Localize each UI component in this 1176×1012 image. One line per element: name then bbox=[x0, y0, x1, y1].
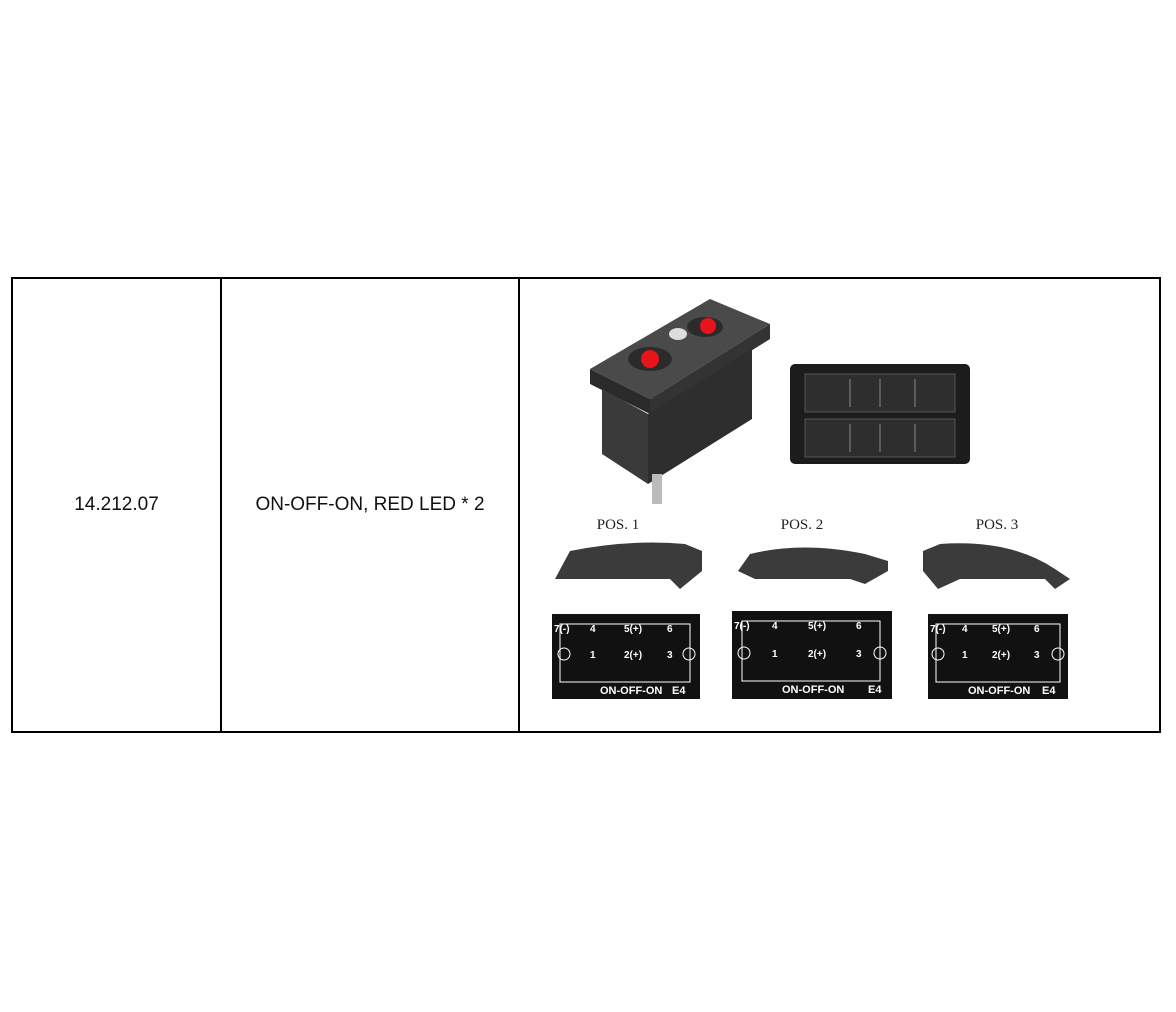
svg-text:E4: E4 bbox=[868, 684, 882, 696]
svg-text:1: 1 bbox=[772, 649, 778, 660]
circuit-diagram-1: 7(-) 4 5(+) 6 1 2(+) 3 ON-OFF-ON E4 bbox=[552, 614, 700, 699]
svg-text:5(+): 5(+) bbox=[808, 621, 826, 632]
svg-text:6: 6 bbox=[667, 624, 673, 635]
svg-text:6: 6 bbox=[1034, 624, 1040, 635]
svg-text:3: 3 bbox=[667, 650, 673, 661]
svg-text:ON-OFF-ON: ON-OFF-ON bbox=[600, 685, 662, 697]
product-illustration-cell: POS. 1 POS. 2 POS. 3 7(-) 4 5(+) 6 1 2(+) 3 O… bbox=[520, 279, 1159, 731]
product-code: 14.212.07 bbox=[74, 494, 159, 515]
svg-text:7(-): 7(-) bbox=[734, 621, 750, 632]
svg-text:2(+): 2(+) bbox=[808, 649, 826, 660]
svg-text:2(+): 2(+) bbox=[992, 650, 1010, 661]
svg-text:7(-): 7(-) bbox=[554, 624, 570, 635]
pos-3-label: POS. 3 bbox=[976, 517, 1019, 533]
product-description-cell: ON-OFF-ON, RED LED * 2 bbox=[222, 279, 520, 731]
svg-text:E4: E4 bbox=[1042, 685, 1056, 697]
product-code-cell: 14.212.07 bbox=[13, 279, 222, 731]
svg-text:4: 4 bbox=[772, 621, 778, 632]
product-description: ON-OFF-ON, RED LED * 2 bbox=[255, 494, 485, 515]
product-spec-table: 14.212.07 ON-OFF-ON, RED LED * 2 bbox=[11, 277, 1161, 733]
svg-text:4: 4 bbox=[962, 624, 968, 635]
svg-text:4: 4 bbox=[590, 624, 596, 635]
svg-text:2(+): 2(+) bbox=[624, 650, 642, 661]
svg-text:ON-OFF-ON: ON-OFF-ON bbox=[968, 685, 1030, 697]
switch-illustration: POS. 1 POS. 2 POS. 3 7(-) 4 5(+) 6 1 2(+) 3 O… bbox=[552, 299, 1070, 699]
pos-1-label: POS. 1 bbox=[597, 517, 640, 533]
svg-text:1: 1 bbox=[962, 650, 968, 661]
switch-3d-image bbox=[590, 299, 770, 504]
svg-text:7(-): 7(-) bbox=[930, 624, 946, 635]
svg-text:ON-OFF-ON: ON-OFF-ON bbox=[782, 684, 844, 696]
rocker-pos-1-icon bbox=[555, 542, 702, 589]
svg-text:5(+): 5(+) bbox=[992, 624, 1010, 635]
circuit-diagram-2: 7(-) 4 5(+) 6 1 2(+) 3 ON-OFF-ON E4 bbox=[732, 611, 892, 699]
pos-2-label: POS. 2 bbox=[781, 517, 824, 533]
rocker-pos-2-icon bbox=[738, 547, 888, 584]
svg-text:E4: E4 bbox=[672, 685, 686, 697]
svg-text:3: 3 bbox=[856, 649, 862, 660]
switch-back-view bbox=[790, 364, 970, 464]
svg-text:1: 1 bbox=[590, 650, 596, 661]
svg-text:3: 3 bbox=[1034, 650, 1040, 661]
svg-text:6: 6 bbox=[856, 621, 862, 632]
svg-text:5(+): 5(+) bbox=[624, 624, 642, 635]
circuit-diagram-3: 7(-) 4 5(+) 6 1 2(+) 3 ON-OFF-ON E4 bbox=[928, 614, 1068, 699]
rocker-pos-3-icon bbox=[923, 543, 1070, 589]
